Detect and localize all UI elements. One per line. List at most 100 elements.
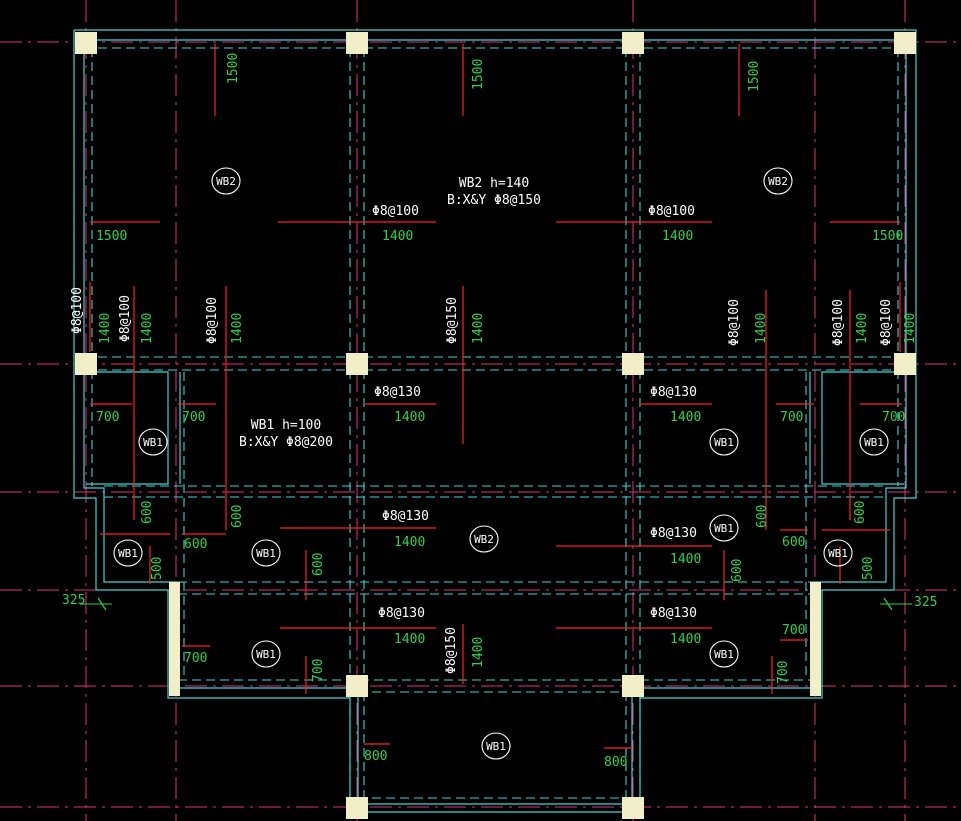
dim-label: 700 xyxy=(182,410,205,425)
dim-label-vertical: 600 xyxy=(755,505,770,528)
beam-lines xyxy=(84,47,906,804)
slab-tag: WB1 xyxy=(828,547,848,560)
rebar-label-vertical: Φ8@150 xyxy=(444,627,459,674)
column xyxy=(894,353,916,375)
column xyxy=(75,353,97,375)
dim-label-vertical: 700 xyxy=(776,661,791,684)
dim-label: 600 xyxy=(782,535,805,550)
dim-label-vertical: 1400 xyxy=(471,637,486,668)
rebar-label-vertical: Φ8@100 xyxy=(879,299,894,346)
dim-label-vertical: 1400 xyxy=(98,313,113,344)
column xyxy=(346,353,368,375)
dim-label: 700 xyxy=(780,410,803,425)
rebar-label-vertical: Φ8@100 xyxy=(727,299,742,346)
slab-tag: WB2 xyxy=(474,533,494,546)
dim-label-vertical: 600 xyxy=(311,553,326,576)
slab-descriptions: WB2 h=140 B:X&Y Φ8@150 WB1 h=100 B:X&Y Φ… xyxy=(239,176,541,450)
tag-ring xyxy=(709,428,739,456)
dim-label-vertical: 1400 xyxy=(140,313,155,344)
rebar-label: Φ8@130 xyxy=(378,606,425,621)
dim-label-vertical: 600 xyxy=(140,501,155,524)
slab-spec-wb1: B:X&Y Φ8@200 xyxy=(239,435,333,450)
dim-label: 1400 xyxy=(394,632,425,647)
rebar-label: Φ8@130 xyxy=(650,526,697,541)
tag-ring xyxy=(113,539,143,567)
dim-label-vertical: 1400 xyxy=(903,313,918,344)
dim-label-vertical: 1400 xyxy=(230,313,245,344)
column xyxy=(622,675,644,697)
slab-tag: WB1 xyxy=(714,522,734,535)
column xyxy=(622,797,644,819)
slab-title-wb2: WB2 h=140 xyxy=(459,176,529,191)
rebar-label-vertical: Φ8@150 xyxy=(445,297,460,344)
column xyxy=(346,32,368,54)
dim-label-vertical: 600 xyxy=(853,501,868,524)
dim-label-vertical: 1500 xyxy=(747,61,762,92)
dim-label-vertical: 1400 xyxy=(471,313,486,344)
dim-label-vertical: 500 xyxy=(150,557,165,580)
left-bay-outline xyxy=(86,371,169,485)
tag-ring xyxy=(481,732,511,760)
rebar-label-vertical: Φ8@100 xyxy=(118,295,133,342)
dim-label: 1400 xyxy=(670,632,701,647)
rebar-label: Φ8@130 xyxy=(650,606,697,621)
slab-tag: WB1 xyxy=(864,436,884,449)
dim-label-vertical: 700 xyxy=(311,659,326,682)
tag-ring xyxy=(138,428,168,456)
tag-ring xyxy=(251,640,281,668)
rebar-label: Φ8@130 xyxy=(382,509,429,524)
dim-label: 800 xyxy=(604,755,627,770)
column xyxy=(346,797,368,819)
dim-label-vertical: 1500 xyxy=(471,59,486,90)
dim-label: 1500 xyxy=(96,229,127,244)
dim-325-right-tick xyxy=(883,597,893,611)
dim-label: 1400 xyxy=(394,535,425,550)
dim-325-left-tick xyxy=(97,597,107,611)
rebar-label-vertical: Φ8@100 xyxy=(70,287,85,334)
dim-label-vertical: 500 xyxy=(861,557,876,580)
dim-label-vertical: 1500 xyxy=(226,53,241,84)
slab-tag: WB2 xyxy=(768,175,788,188)
slab-spec-wb2: B:X&Y Φ8@150 xyxy=(447,193,541,208)
dim-label-vertical: 1400 xyxy=(855,313,870,344)
dim-label: 700 xyxy=(184,651,207,666)
column xyxy=(894,32,916,54)
dim-label: 700 xyxy=(96,410,119,425)
tag-ring xyxy=(859,428,889,456)
dim-label: 800 xyxy=(364,749,387,764)
dimension-labels: 1500 1500 1500 1500 1400 1400 1500 1400 … xyxy=(62,53,937,770)
wall-column xyxy=(169,582,180,696)
right-bay-outline xyxy=(821,371,904,485)
slab-tag-rings xyxy=(113,167,889,760)
dim-label: 1400 xyxy=(662,229,693,244)
rebar-label-vertical: Φ8@100 xyxy=(205,297,220,344)
tag-ring xyxy=(709,640,739,668)
slab-tag: WB1 xyxy=(118,547,138,560)
dim-label: 700 xyxy=(882,410,905,425)
tag-ring xyxy=(469,525,499,553)
slab-tag: WB1 xyxy=(714,648,734,661)
column xyxy=(75,32,97,54)
wall-column xyxy=(810,582,821,696)
dim-label: 600 xyxy=(184,537,207,552)
dim-label-vertical: 600 xyxy=(730,559,745,582)
dim-label: 1400 xyxy=(670,410,701,425)
dim-label-vertical: 600 xyxy=(230,505,245,528)
dim-label-vertical: 1400 xyxy=(754,313,769,344)
slab-tag: WB1 xyxy=(143,436,163,449)
slab-tag: WB1 xyxy=(256,547,276,560)
slab-tag: WB1 xyxy=(256,648,276,661)
slab-tag: WB1 xyxy=(714,436,734,449)
tag-ring xyxy=(709,514,739,542)
column xyxy=(622,353,644,375)
dim-label: 325 xyxy=(914,595,937,610)
slab-tag: WB2 xyxy=(216,175,236,188)
tag-ring xyxy=(823,539,853,567)
tag-ring xyxy=(251,539,281,567)
rebar-label: Φ8@100 xyxy=(648,204,695,219)
rebar-label: Φ8@100 xyxy=(372,204,419,219)
rebar-label: Φ8@130 xyxy=(374,385,421,400)
rebar-labels: Φ8@100 Φ8@100 Φ8@130 Φ8@130 Φ8@130 Φ8@13… xyxy=(70,204,894,674)
column xyxy=(622,32,644,54)
